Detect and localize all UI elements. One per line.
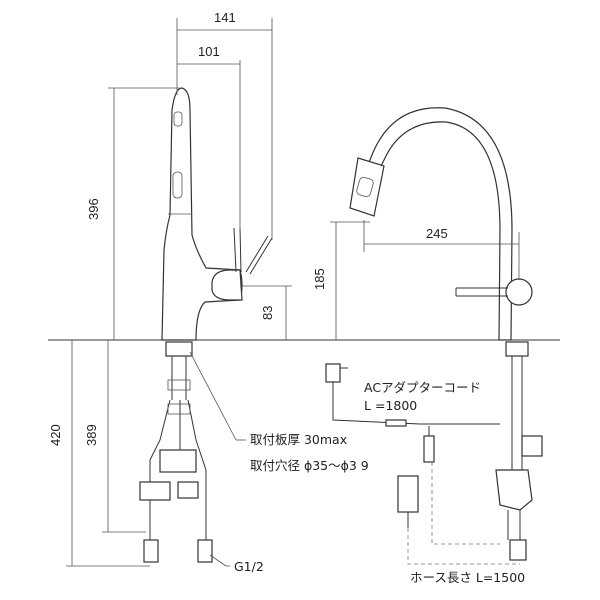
front-view: 245 185 xyxy=(312,107,543,565)
spout-button-side xyxy=(172,171,183,199)
dim-below-counter-hose: 389 xyxy=(84,424,99,446)
note-thread: G1/2 xyxy=(234,559,264,574)
spray-head-front xyxy=(349,157,385,217)
dim-front-height: 185 xyxy=(312,268,327,290)
ac-connector xyxy=(423,435,435,463)
dim-lever-height: 83 xyxy=(260,306,275,320)
note-ac-length: L =1800 xyxy=(364,398,417,413)
note-hose-length: ホース長さ L=1500 xyxy=(410,570,525,585)
hose-connector xyxy=(397,475,419,513)
side-view: 141 101 396 83 420 389 xyxy=(48,10,292,567)
spout-sensor-side xyxy=(173,111,183,127)
dim-front-reach: 245 xyxy=(426,226,448,241)
mount-nut xyxy=(165,341,193,357)
note-ac-adapter: ACアダプターコード xyxy=(364,380,481,395)
fitting-right xyxy=(197,539,213,563)
note-plate-thickness: 取付板厚 30max xyxy=(250,432,347,447)
ac-cord xyxy=(332,382,500,425)
dim-height-total: 396 xyxy=(86,198,101,220)
ac-adapter xyxy=(325,363,341,383)
hose-weight xyxy=(495,469,533,511)
dim-spout-reach: 101 xyxy=(198,44,220,59)
lever-handle-tilted xyxy=(245,235,269,273)
hose-route xyxy=(431,462,500,545)
lever-front xyxy=(505,278,533,306)
valve-block xyxy=(159,449,197,473)
hose-right xyxy=(187,399,207,540)
control-box xyxy=(521,435,543,457)
fitting-front xyxy=(509,539,527,561)
lever-side xyxy=(211,269,243,301)
spout-front xyxy=(361,107,513,341)
dim-total-width: 141 xyxy=(214,10,236,25)
check-valve xyxy=(139,481,171,501)
lever-handle-upright xyxy=(233,227,237,273)
dim-below-counter-total: 420 xyxy=(48,424,63,446)
fitting-left xyxy=(143,539,159,563)
note-hole-diameter: 取付穴径 ϕ35～ϕ3 9 xyxy=(250,458,369,473)
